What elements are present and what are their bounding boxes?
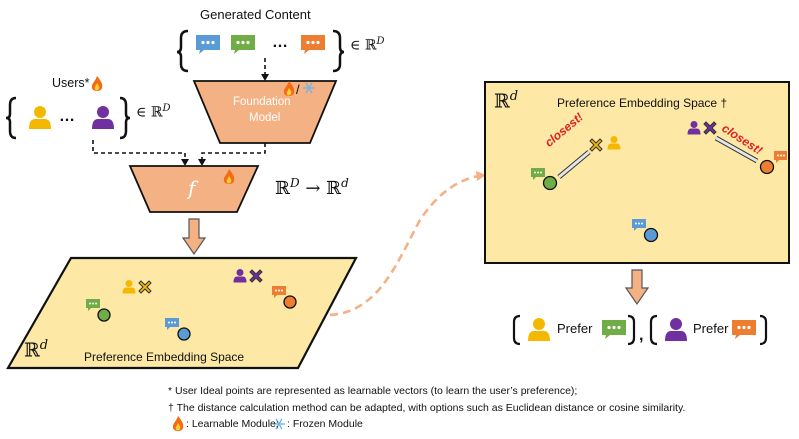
users-right-brace (119, 96, 131, 140)
foundation-model-label: Model (249, 112, 281, 124)
space-to-result-arrow (624, 269, 650, 306)
arrowhead-icon (198, 159, 206, 166)
mapping-label: ℝD → ℝd (275, 176, 349, 199)
badge-separator: / (296, 82, 300, 97)
fire-icon (91, 76, 103, 91)
footnote-1: * User Ideal points are represented as l… (168, 385, 578, 397)
content-point (177, 327, 191, 341)
result-bracket (627, 314, 636, 346)
content-ellipsis: … (272, 34, 288, 51)
content-point (542, 175, 558, 191)
space-symbol: ℝd (24, 338, 49, 362)
result-comma: , (639, 327, 644, 344)
content-point (759, 159, 775, 175)
user-icon (29, 106, 51, 129)
footnote-3a: : Learnable Module; (186, 418, 279, 430)
user-icon (687, 121, 701, 135)
left-embedding-space (6, 256, 358, 370)
user-icon (665, 318, 687, 341)
content-left-brace (176, 29, 189, 73)
model-to-f-arrow (201, 143, 266, 160)
content-space-notation: ∈ ℝD (350, 36, 385, 54)
arrowhead-icon (476, 171, 486, 181)
user-icon (607, 136, 621, 150)
users-ellipsis: … (59, 108, 75, 125)
space-symbol: ℝd (494, 89, 519, 113)
content-right-brace (332, 29, 345, 73)
cross-icon (703, 121, 717, 135)
chat-bubble-icon (301, 35, 325, 54)
space-label: Preference Embedding Space (84, 350, 245, 364)
users-left-brace (5, 96, 17, 140)
footnote-2: † The distance calculation method can be… (168, 402, 686, 414)
chat-bubble-icon (602, 320, 626, 339)
footnote-3b: : Frozen Module (287, 418, 363, 430)
result-bracket (649, 314, 658, 346)
fire-icon (172, 416, 184, 431)
right-embedding-space: ℝd Preference Embedding Space † closest!… (484, 81, 790, 264)
chat-bubble-icon (196, 35, 220, 54)
content-point (97, 308, 111, 322)
chat-bubble-icon (732, 320, 756, 339)
prefer-label: Prefer (557, 321, 593, 336)
users-title: Users* (52, 76, 90, 90)
chat-bubble-icon (531, 168, 545, 180)
user-icon (528, 318, 550, 341)
result-bracket (512, 314, 521, 346)
f-to-space-arrow (181, 218, 207, 256)
right-space-canvas (531, 121, 787, 243)
foundation-model-label: Foundation (233, 96, 291, 108)
prefer-label: Prefer (693, 321, 729, 336)
arrowhead-icon (261, 74, 269, 81)
generated-content-title: Generated Content (200, 7, 311, 22)
users-to-f-arrow (92, 140, 186, 160)
chat-bubble-icon (774, 151, 787, 163)
connector-curve (329, 174, 479, 317)
content-point (283, 295, 297, 309)
users-space-notation: ∈ ℝD (136, 103, 171, 121)
user-icon (92, 106, 114, 129)
cross-icon (589, 138, 603, 152)
chat-bubble-icon (632, 219, 646, 231)
foundation-model-box (192, 80, 338, 144)
result-bracket (759, 314, 768, 346)
chat-bubble-icon (231, 35, 255, 54)
content-point (643, 227, 659, 243)
space-label: Preference Embedding Space † (557, 96, 728, 110)
f-label: f (188, 176, 196, 200)
arrowhead-icon (181, 159, 189, 166)
